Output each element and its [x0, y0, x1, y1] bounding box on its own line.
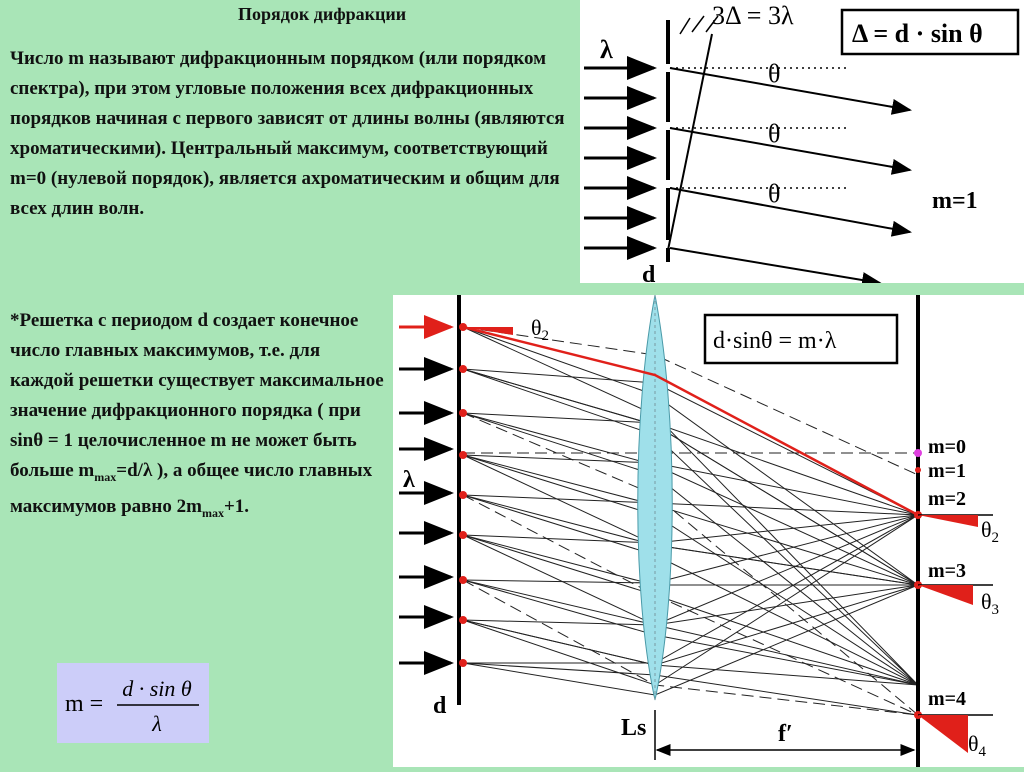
paragraph2-text-2: =d/λ ), а общее число главных максимумов… — [10, 460, 373, 517]
top-period-label: d — [642, 262, 656, 283]
top-order-label: m=1 — [932, 188, 978, 214]
theta3-wedge — [918, 585, 973, 605]
theta-label-3: θ — [768, 179, 780, 208]
order-label-2: m=2 — [928, 488, 966, 510]
paragraph2-sub-1: max — [94, 469, 117, 484]
paragraph-diffraction-order: Число m называют дифракционным порядком … — [10, 48, 565, 219]
formula-svg: m = d · sin θ λ — [65, 676, 199, 736]
order-label-1: m=1 — [928, 460, 966, 482]
theta-label-1: θ — [768, 59, 780, 88]
bottom-formula-text: d·sinθ = m·λ — [713, 328, 837, 354]
theta2-top-wedge — [463, 327, 513, 335]
focal-label: f′ — [778, 721, 793, 747]
formula-denominator: λ — [151, 711, 162, 736]
order-0-dot — [914, 449, 922, 457]
bottom-period-label: d — [433, 693, 447, 719]
order-label-0: m=0 — [928, 436, 966, 458]
paragraph2-text-3: +1. — [223, 495, 250, 517]
incident-arrows — [584, 56, 657, 260]
diffracted-rays — [669, 67, 912, 288]
theta3-label: θ3 — [981, 589, 999, 618]
formula-numerator: d · sin θ — [122, 676, 192, 701]
paragraph-grating-maxima: *Решетка с периодом d создает конечное ч… — [10, 306, 385, 528]
wavefront-line — [667, 33, 713, 251]
paragraph2-sub-2: max — [201, 505, 224, 520]
dashed-rays — [462, 326, 919, 716]
top-wavelength-label: λ — [600, 35, 613, 64]
top-formula-box — [840, 8, 1020, 56]
paragraph2-text-1: *Решетка с периодом d создает конечное ч… — [10, 310, 384, 481]
formula-lhs: m = — [65, 691, 103, 717]
bottom-diagram-svg: λ θ2 d m= — [399, 294, 999, 767]
theta2-wedge — [918, 515, 978, 527]
theta2-label: θ2 — [981, 517, 999, 546]
bottom-lens-diagram: λ θ2 d m= — [393, 294, 1024, 767]
order-1-dot — [915, 467, 921, 473]
bottom-incident-arrows — [399, 357, 454, 675]
theta4-wedge — [918, 715, 968, 753]
bottom-formula-box — [703, 313, 899, 365]
normal-dotted-lines — [670, 67, 848, 189]
theta2-top-label: θ2 — [531, 315, 549, 344]
path-difference-label: 3Δ = 3λ — [712, 1, 794, 30]
bottom-wavelength-label: λ — [403, 467, 415, 493]
theta4-label: θ4 — [968, 731, 987, 760]
top-diagram-svg: λ 3Δ = 3λ Δ = d · sin θ — [584, 1, 1020, 288]
page-title: Порядок дифракции — [238, 4, 407, 24]
path-difference-ticks — [679, 15, 719, 35]
order-label-4: m=4 — [928, 688, 966, 710]
formula-box: m = d · sin θ λ — [57, 663, 209, 743]
order-label-3: m=3 — [928, 560, 966, 582]
lens-label: Ls — [621, 715, 646, 741]
top-formula-text: Δ = d · sin θ — [852, 19, 983, 48]
theta-label-2: θ — [768, 119, 780, 148]
grating-slits — [459, 323, 467, 667]
ray-bundles — [462, 326, 919, 716]
top-grating-diagram: λ 3Δ = 3λ Δ = d · sin θ — [580, 0, 1024, 288]
red-ray — [462, 325, 919, 517]
